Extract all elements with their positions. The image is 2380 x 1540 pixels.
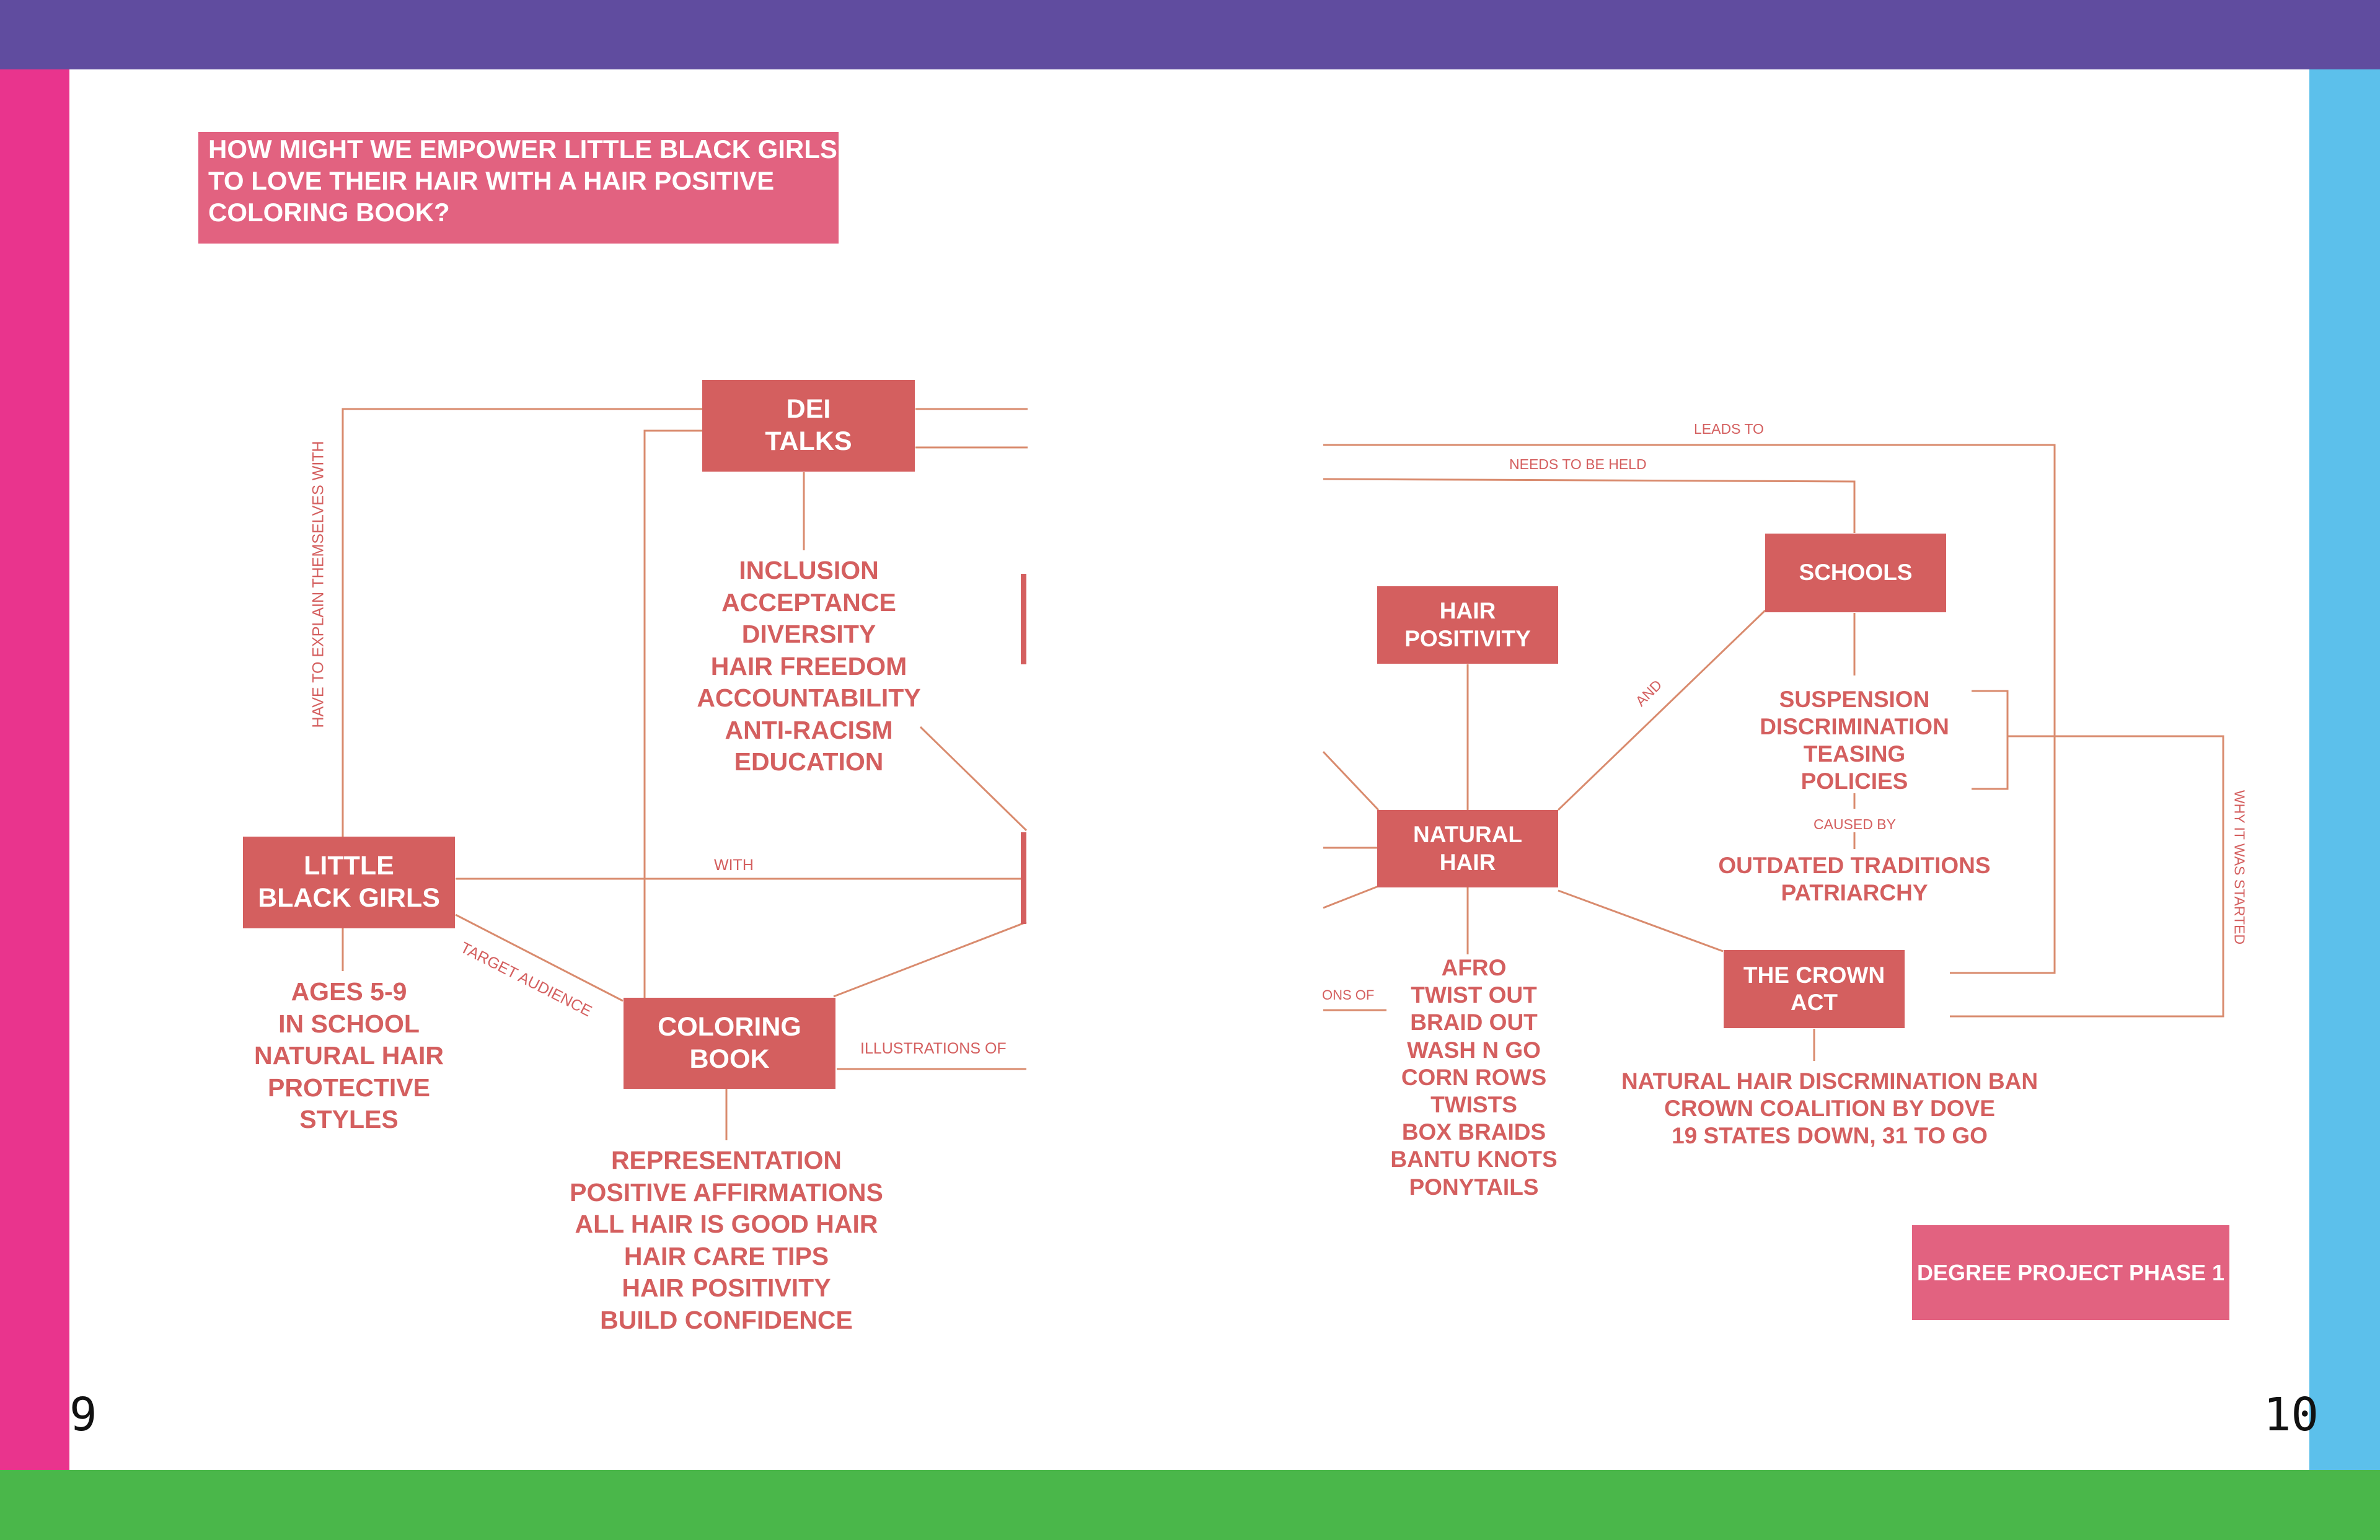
node-little-black-girls: LITTLE BLACK GIRLS	[243, 837, 455, 928]
connector-natural-out-1	[1322, 750, 1380, 811]
connector-girls-to-dei	[342, 408, 702, 837]
node-schools: SCHOOLS	[1765, 534, 1946, 612]
label-why-it-was-started: WHY IT WAS STARTED	[2231, 790, 2248, 945]
label-leads-to: LEADS TO	[1694, 421, 1764, 437]
list-school-issues: SUSPENSION DISCRIMINATION TEASING POLICI…	[1760, 687, 1949, 794]
list-book-features: REPRESENTATION POSITIVE AFFIRMATIONS ALL…	[570, 1146, 883, 1334]
node-hair-positivity: HAIR POSITIVITY	[1377, 586, 1558, 664]
node-natural-hair: NATURAL HAIR	[1377, 810, 1558, 887]
connector-target-audience	[455, 913, 624, 1002]
top-color-band	[0, 0, 2380, 69]
connector-coloring-diagonal	[833, 921, 1027, 998]
divider-bar-lower	[1021, 832, 1026, 924]
degree-project-badge: DEGREE PROJECT PHASE 1	[1912, 1225, 2229, 1320]
connector-natural-to-crown	[1558, 889, 1724, 953]
label-caused-by: CAUSED BY	[1814, 816, 1896, 832]
divider-bar-upper	[1021, 574, 1026, 664]
question-title: HOW MIGHT WE EMPOWER LITTLE BLACK GIRLS …	[198, 132, 839, 244]
label-ons-of: ONS OF	[1322, 987, 1375, 1003]
list-hair-styles: AFRO TWIST OUT BRAID OUT WASH N GO CORN …	[1390, 955, 1558, 1200]
list-girls-traits: AGES 5-9 IN SCHOOL NATURAL HAIR PROTECTI…	[254, 977, 444, 1133]
connector-needs-to-be-held	[1323, 478, 1856, 533]
page-number-right: 10	[2263, 1388, 2319, 1441]
label-have-to-explain: HAVE TO EXPLAIN THEMSELVES WITH	[309, 441, 327, 728]
page-number-left: 9	[69, 1388, 97, 1441]
left-color-band	[0, 69, 69, 1470]
connector-coloring-to-dei	[643, 429, 702, 998]
issues-bracket	[1972, 690, 2009, 790]
connector-values-diagonal	[919, 726, 1028, 832]
node-coloring-book: COLORING BOOK	[624, 998, 835, 1089]
list-dei-values: INCLUSION ACCEPTANCE DIVERSITY HAIR FREE…	[697, 556, 921, 776]
list-causes: OUTDATED TRADITIONS PATRIARCHY	[1718, 853, 1991, 905]
right-color-band	[2309, 69, 2380, 1470]
bottom-color-band	[0, 1470, 2380, 1540]
connector-natural-out-3	[1323, 885, 1379, 909]
connector-why-started	[1950, 735, 2224, 1018]
connector-natural-to-schools	[1557, 609, 1766, 811]
node-crown-act: THE CROWN ACT	[1724, 950, 1905, 1028]
label-with: WITH	[714, 856, 754, 874]
label-needs-to-be-held: NEEDS TO BE HELD	[1509, 456, 1647, 472]
label-illustrations-of: ILLUSTRATIONS OF	[860, 1040, 1007, 1057]
node-dei-talks: DEI TALKS	[702, 380, 915, 472]
list-crown-facts: NATURAL HAIR DISCRMINATION BAN CROWN COA…	[1621, 1068, 2038, 1148]
connector-leads-to	[1323, 444, 2056, 974]
